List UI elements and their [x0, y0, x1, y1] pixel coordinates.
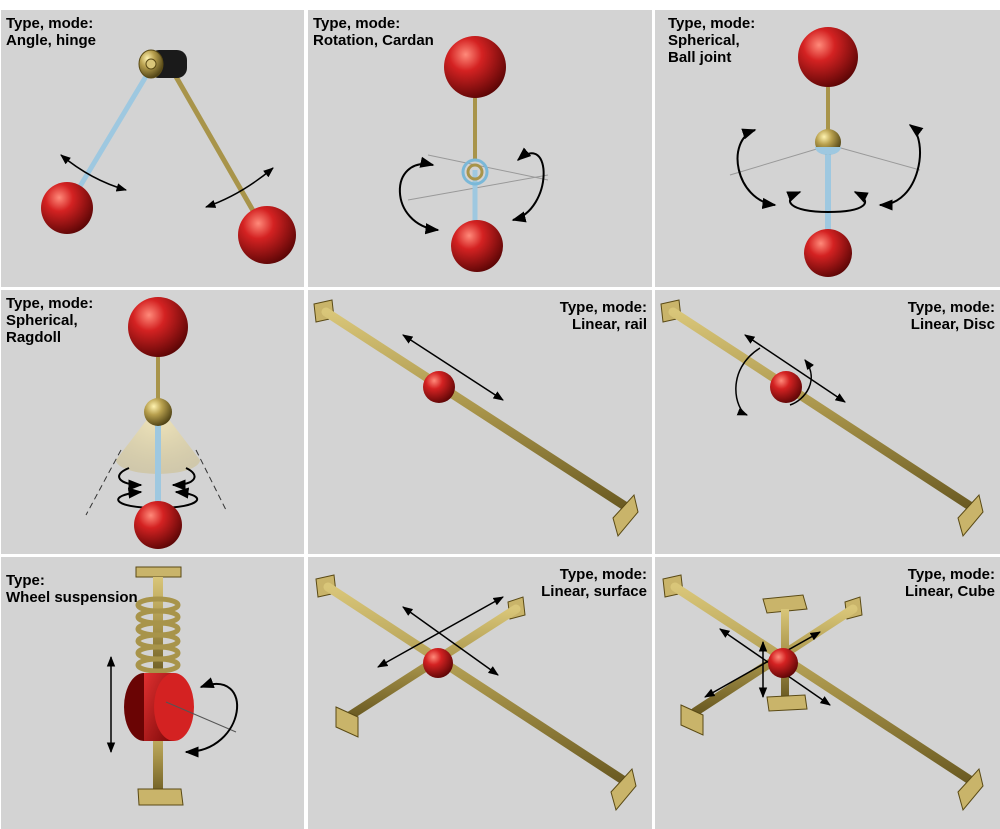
cell-label: Type, mode: Angle, hinge	[6, 15, 96, 49]
cell-cube: Type, mode: Linear, Cube	[655, 557, 1000, 829]
cell-hinge: Type, mode: Angle, hinge	[1, 10, 304, 287]
cell-label: Type, mode: Spherical, Ragdoll	[6, 295, 94, 346]
cell-ragdoll: Type, mode: Spherical, Ragdoll	[1, 290, 304, 554]
wheel-suspension-illustration	[106, 566, 239, 806]
cell-surface: Type, mode: Linear, surface	[308, 557, 652, 829]
cell-label: Type, mode: Rotation, Cardan	[313, 15, 434, 49]
cell-label: Type, mode: Linear, surface	[541, 566, 647, 600]
cell-label: Type, mode: Linear, Cube	[904, 566, 995, 600]
cardan-illustration	[398, 36, 549, 272]
cell-disc: Type, mode: Linear, Disc	[655, 290, 1000, 554]
cube-illustration	[662, 574, 984, 812]
rail-illustration	[313, 299, 639, 538]
surface-illustration	[315, 574, 637, 812]
disc-illustration	[660, 299, 984, 538]
ball-joint-illustration	[729, 27, 924, 277]
cell-label: Type, mode: Linear, Disc	[907, 299, 995, 333]
cell-cardan: Type, mode: Rotation, Cardan	[308, 10, 652, 287]
cell-label: Type, mode: Spherical, Ball joint	[668, 15, 756, 66]
hinge-illustration	[41, 49, 296, 264]
cell-label: Type: Wheel suspension	[6, 572, 138, 606]
cell-rail: Type, mode: Linear, rail	[308, 290, 652, 554]
ragdoll-illustration	[85, 297, 227, 549]
cell-ball-joint: Type, mode: Spherical, Ball joint	[655, 10, 1000, 287]
cell-label: Type, mode: Linear, rail	[559, 299, 647, 333]
cell-wheel-suspension: Type: Wheel suspension	[1, 557, 304, 829]
